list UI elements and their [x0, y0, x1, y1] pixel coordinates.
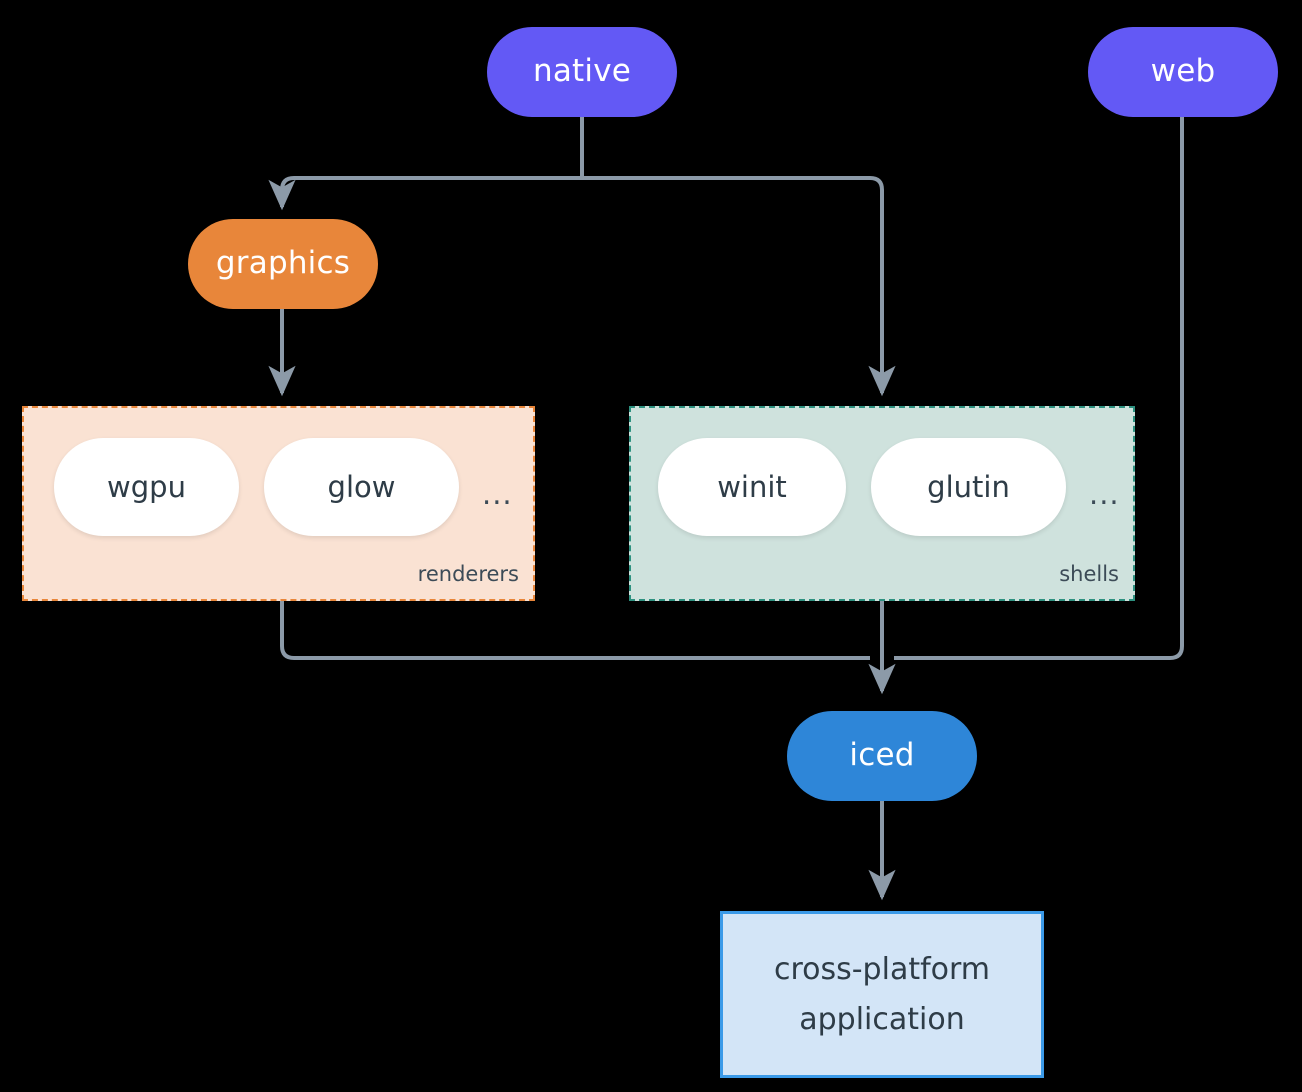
node-native[interactable]: native [487, 27, 677, 117]
renderers-more-ellipsis: ... [482, 477, 513, 511]
group-renderers: wgpu glow ... renderers [22, 406, 535, 601]
chip-wgpu[interactable]: wgpu [54, 438, 239, 536]
chip-glutin[interactable]: glutin [871, 438, 1066, 536]
application-line-1: cross-platform [773, 952, 991, 987]
node-web[interactable]: web [1088, 27, 1278, 117]
edge-renderers-to-bus [280, 601, 870, 660]
edge-native-to-shells [582, 176, 896, 397]
group-renderers-label: renderers [417, 562, 519, 586]
node-graphics[interactable]: graphics [188, 219, 378, 309]
shells-more-ellipsis: ... [1089, 477, 1120, 511]
edge-native-to-graphics [268, 176, 582, 211]
group-shells-label: shells [1059, 562, 1119, 586]
chip-winit[interactable]: winit [658, 438, 846, 536]
group-shells: winit glutin ... shells [629, 406, 1135, 601]
node-cross-platform-application[interactable]: cross-platform application [720, 911, 1044, 1078]
node-iced[interactable]: iced [787, 711, 977, 801]
chip-glow[interactable]: glow [264, 438, 459, 536]
application-line-2: application [799, 1001, 965, 1037]
